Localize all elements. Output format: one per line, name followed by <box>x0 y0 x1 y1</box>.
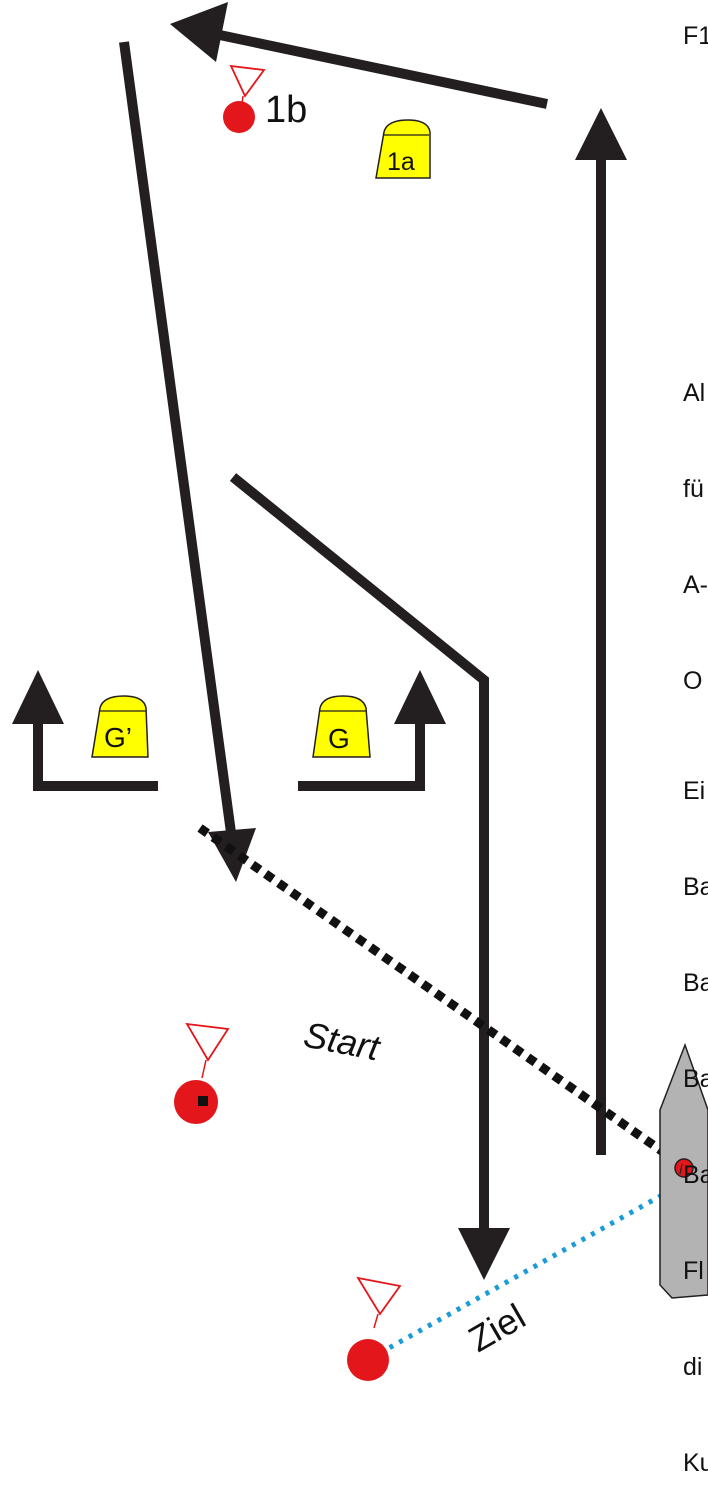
notes-line: Ba <box>683 1065 708 1093</box>
mark-1a-buoy <box>375 119 431 179</box>
leg-to-mark-1-arrow <box>170 2 549 109</box>
mark-1b-flag-icon <box>229 64 266 98</box>
description-text-block: Al fü A- O <box>683 313 708 729</box>
notes-line: di <box>683 1353 703 1381</box>
finish-line-label: Ziel <box>462 1295 533 1360</box>
notes-line: Ei <box>683 777 706 805</box>
start-pin-buoy <box>174 1022 230 1124</box>
finish-pin-flag-icon <box>356 1276 402 1316</box>
notes-line: Ba <box>683 873 708 901</box>
gate-mark-left-buoy <box>91 695 149 758</box>
description-line: fü <box>683 475 704 503</box>
course-diagram: Start Ziel 1b 1a G’ G <box>12 2 708 1381</box>
gate-left-rounding-arrow <box>12 670 158 791</box>
committee-boat <box>659 1042 708 1299</box>
gate-mark-right-buoy <box>312 695 371 758</box>
start-line-label: Start <box>300 1014 384 1069</box>
description-line: Al <box>683 379 706 407</box>
notes-line: Fl <box>683 1257 704 1285</box>
mark-1b-buoy <box>223 64 266 133</box>
notes-line: Ba <box>683 969 708 997</box>
mark-1b-label: 1b <box>265 89 307 131</box>
mark-1a-label: 1a <box>387 148 415 176</box>
gate-right-rounding-arrow <box>298 670 446 791</box>
finish-pin-buoy <box>347 1276 402 1381</box>
notes-line: Ba <box>683 1161 708 1189</box>
beat-upwind-arrow <box>575 108 627 1155</box>
gate-mark-left-label: G’ <box>104 722 132 753</box>
finish-line <box>378 1186 675 1356</box>
leg-to-finish-arrow <box>229 473 510 1280</box>
description-line: A- <box>683 571 708 599</box>
start-pin-flag-icon <box>185 1022 230 1062</box>
committee-boat-flag-icon <box>674 1158 694 1178</box>
gate-mark-right-label: G <box>328 723 350 754</box>
title-text-fragment: F1 <box>683 22 708 50</box>
start-line <box>197 824 689 1172</box>
notes-line: Ku <box>683 1449 708 1477</box>
description-line: O <box>683 667 703 695</box>
notes-text-block: Ei Ba Ba Ba Ba Fl di Ku <box>683 711 708 1511</box>
